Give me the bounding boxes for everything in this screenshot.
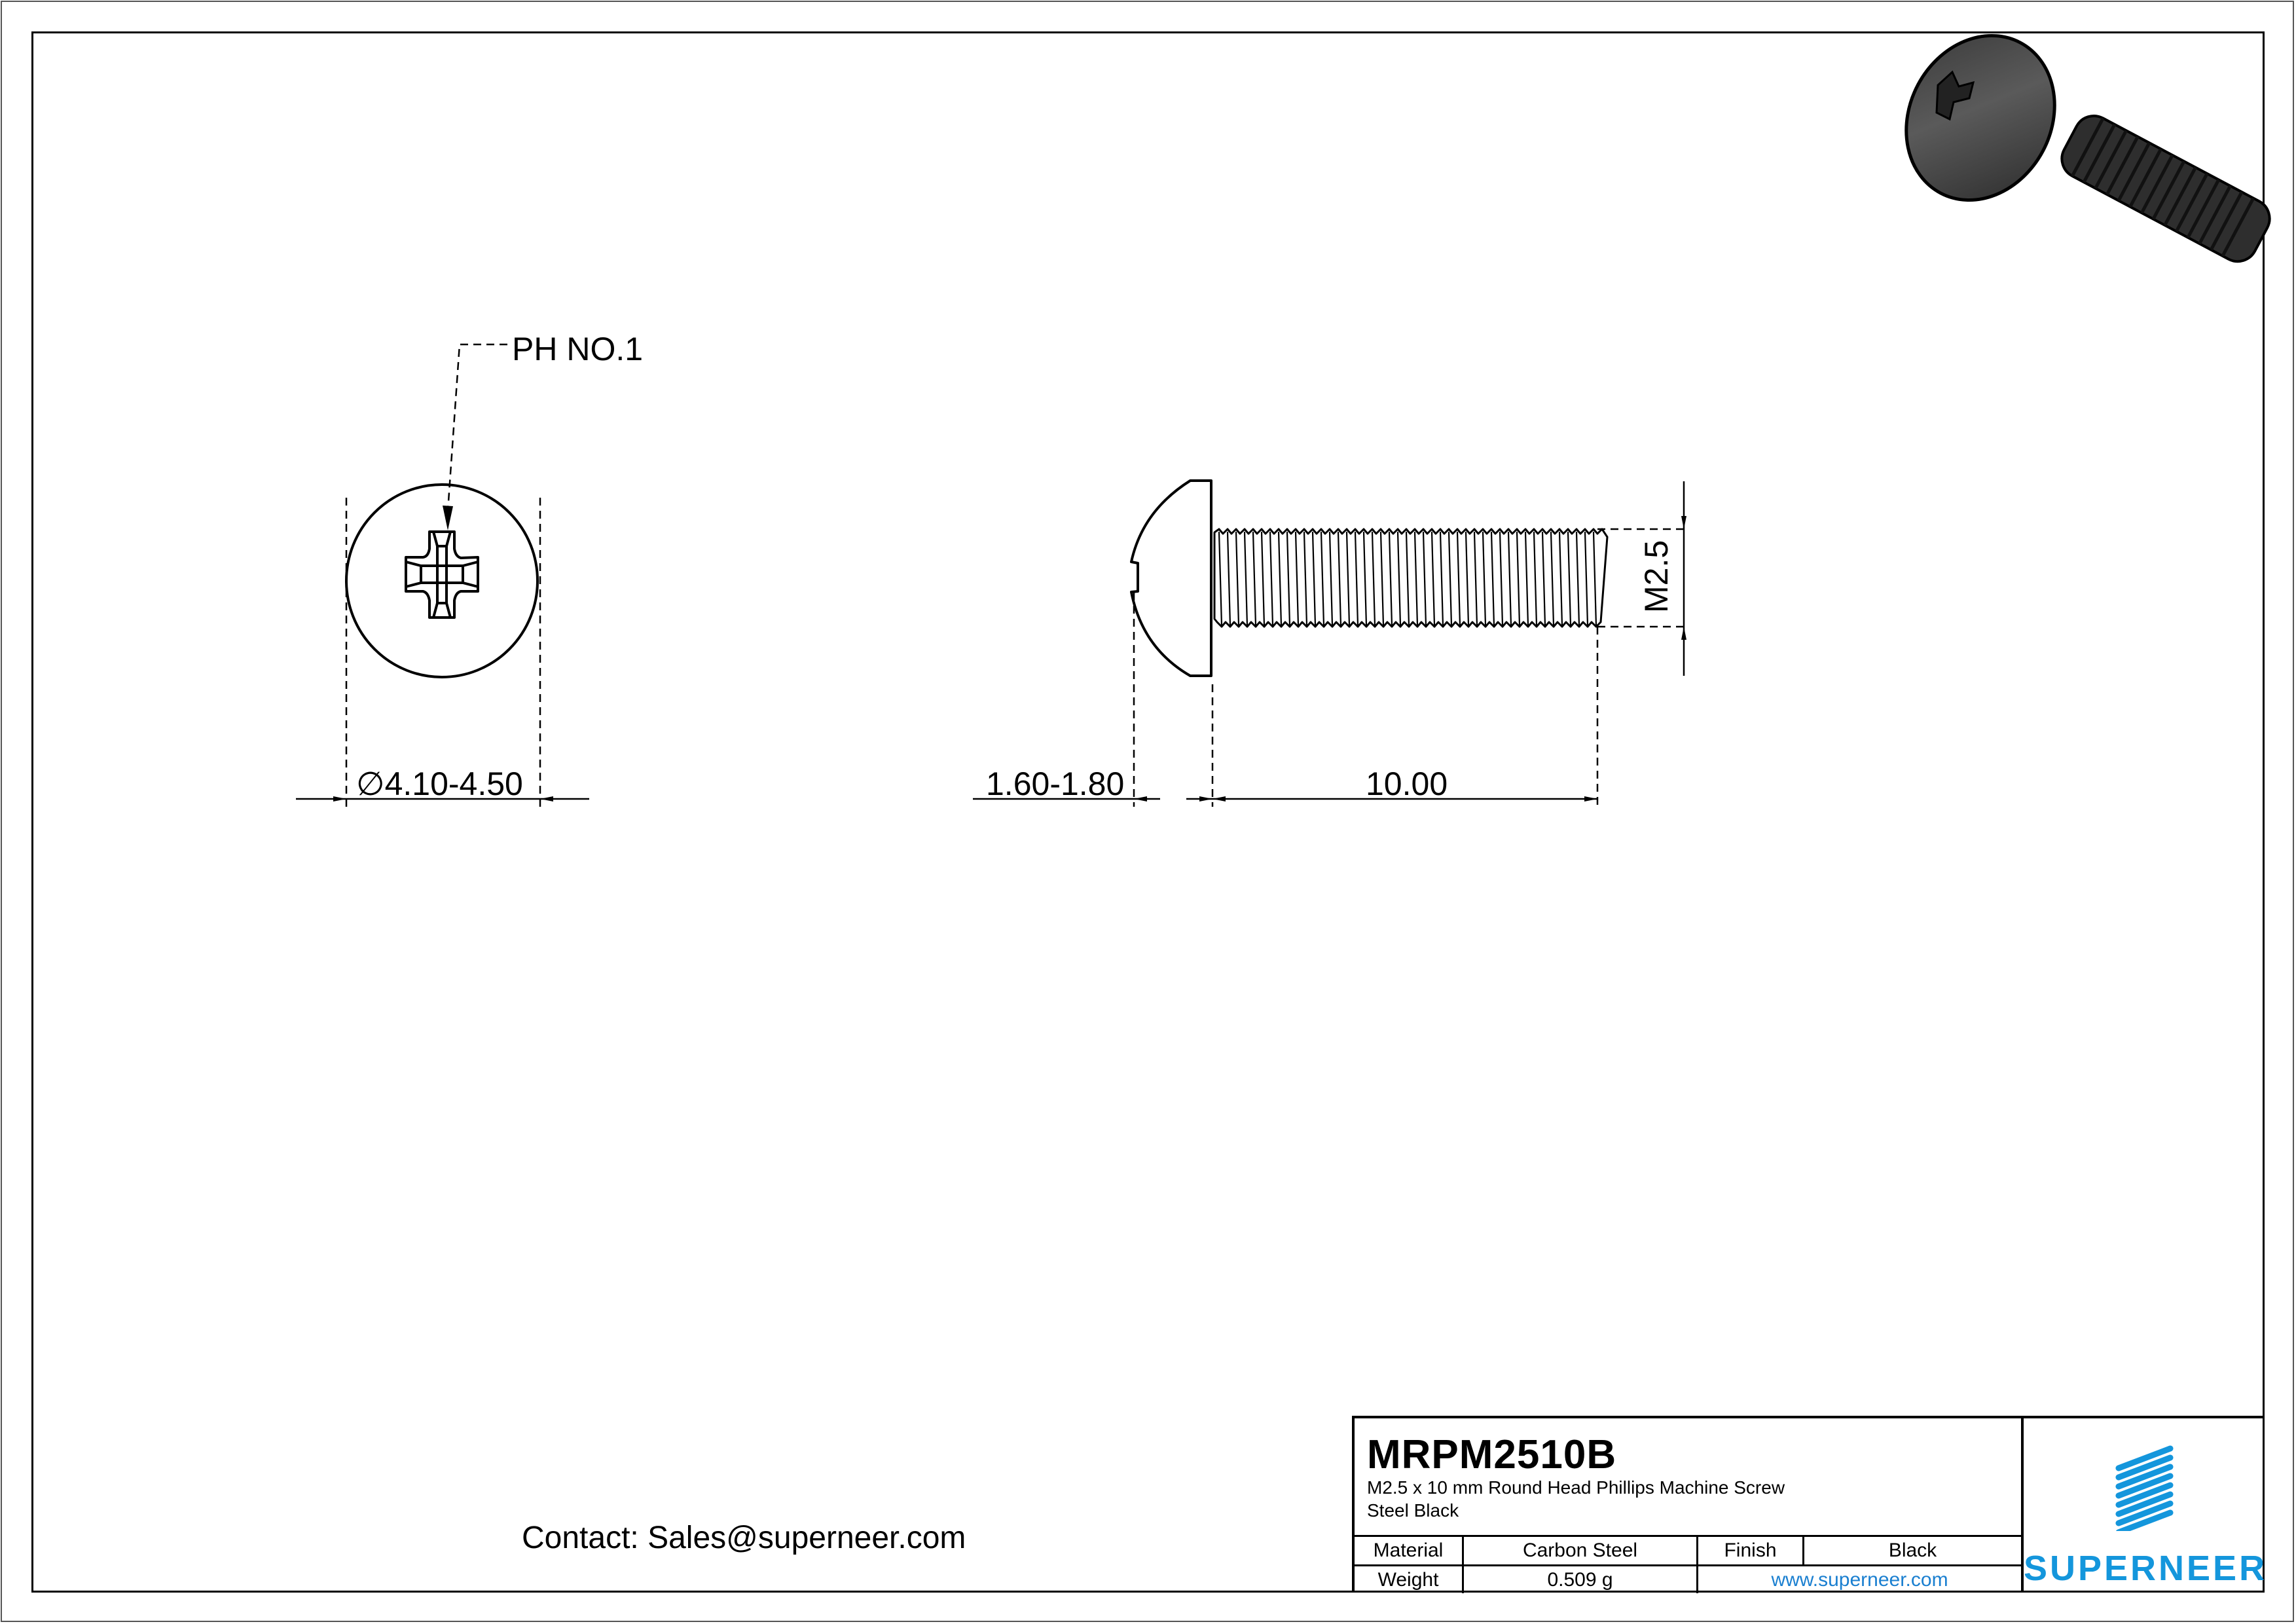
title-block: MRPM2510B M2.5 x 10 mm Round Head Philli… — [1352, 1416, 2265, 1593]
company-logo: SUPERNEER — [2021, 1418, 2265, 1593]
head-height-dimension: 1.60-1.80 — [986, 766, 1125, 802]
head-diameter-dimension: ∅4.10-4.50 — [356, 767, 523, 800]
contact-email[interactable]: Contact: Sales@superneer.com — [522, 1521, 966, 1555]
finish-label: Finish — [1696, 1537, 1802, 1564]
material-label: Material — [1373, 1540, 1444, 1561]
material-value: Carbon Steel — [1462, 1537, 1696, 1564]
diameter-symbol-icon: ∅ — [356, 766, 385, 802]
thread-lines — [1218, 531, 1597, 626]
finish-value: Black — [1802, 1537, 2021, 1564]
diameter-value: 4.10-4.50 — [384, 766, 523, 802]
top-view — [296, 343, 589, 807]
thread-size-dimension: M2.5 — [1638, 540, 1675, 613]
weight-row: Weight 0.509 g www.superneer.com — [1355, 1564, 2021, 1593]
phillips-size-callout: PH NO.1 — [512, 331, 644, 367]
weight-value: 0.509 g — [1462, 1566, 1696, 1593]
superneer-logo-icon — [2115, 1445, 2174, 1531]
part-description-finish: Steel Black — [1367, 1500, 1459, 1521]
material-row: Material Carbon Steel Finish Black — [1355, 1535, 2021, 1564]
weight-label: Weight — [1377, 1568, 1439, 1591]
threaded-shank — [1213, 528, 1609, 628]
phillips-recess-icon — [405, 530, 479, 619]
brand-name: SUPERNEER — [2024, 1549, 2268, 1588]
website-link[interactable]: www.superneer.com — [1696, 1566, 2021, 1593]
part-number: MRPM2510B — [1367, 1432, 1617, 1477]
sheet-inner-border — [31, 31, 2265, 1593]
side-view — [973, 479, 1686, 807]
length-dimension: 10.00 — [1366, 766, 1448, 802]
title-block-info: MRPM2510B M2.5 x 10 mm Round Head Philli… — [1355, 1418, 2021, 1593]
part-description: M2.5 x 10 mm Round Head Phillips Machine… — [1367, 1477, 1785, 1498]
isometric-screw-render — [1904, 34, 2271, 263]
